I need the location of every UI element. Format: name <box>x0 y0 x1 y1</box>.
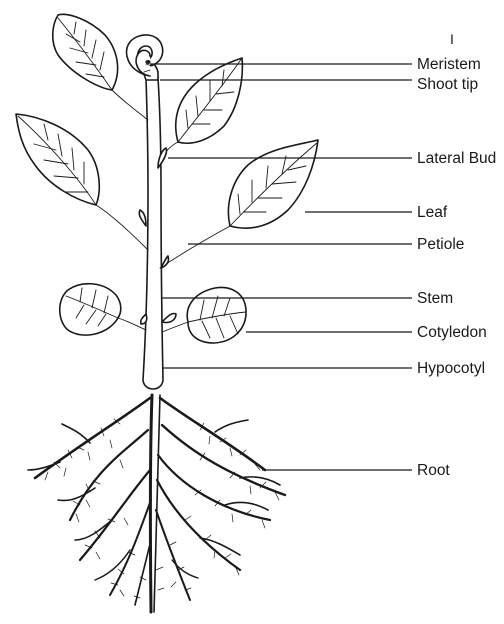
leaf-middle-left <box>16 114 148 250</box>
label-root: Root <box>417 462 450 479</box>
label-lateral-bud: Lateral Bud <box>417 150 496 167</box>
label-meristem: Meristem <box>417 56 481 73</box>
label-petiole: Petiole <box>417 236 464 253</box>
leaf-middle-right <box>160 140 318 268</box>
leaf-top-right <box>160 58 242 160</box>
root-system <box>28 395 285 612</box>
corner-mark: I <box>450 31 454 47</box>
label-hypocotyl: Hypocotyl <box>417 360 485 377</box>
labels: I Meristem Shoot tip Lateral Bud Leaf Pe… <box>417 31 496 479</box>
label-stem: Stem <box>417 290 453 307</box>
label-shoot-tip: Shoot tip <box>417 76 478 93</box>
cotyledon-left <box>60 284 146 335</box>
label-leaf: Leaf <box>417 204 448 221</box>
label-cotyledon: Cotyledon <box>417 324 487 341</box>
